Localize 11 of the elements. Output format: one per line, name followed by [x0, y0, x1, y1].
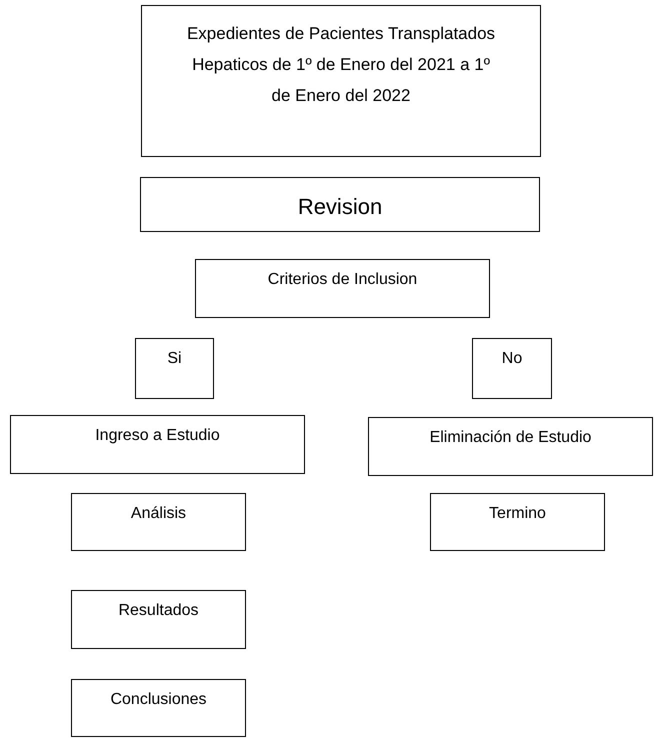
process-box: Termino	[430, 493, 605, 551]
process-box: Eliminación de Estudio	[368, 417, 653, 476]
process-box: Conclusiones	[71, 679, 246, 737]
process-box: No	[472, 338, 552, 399]
process-box: Revision	[140, 177, 540, 232]
process-box: Criterios de Inclusion	[195, 259, 490, 318]
process-box: Ingreso a Estudio	[10, 415, 305, 474]
process-box: Análisis	[71, 493, 246, 551]
process-box: Expedientes de Pacientes Transplatados Hepaticos de 1º de Enero del 2021 a 1º de Enero del 2022	[141, 5, 541, 157]
process-box: Resultados	[71, 590, 246, 649]
process-box: Si	[135, 338, 214, 399]
